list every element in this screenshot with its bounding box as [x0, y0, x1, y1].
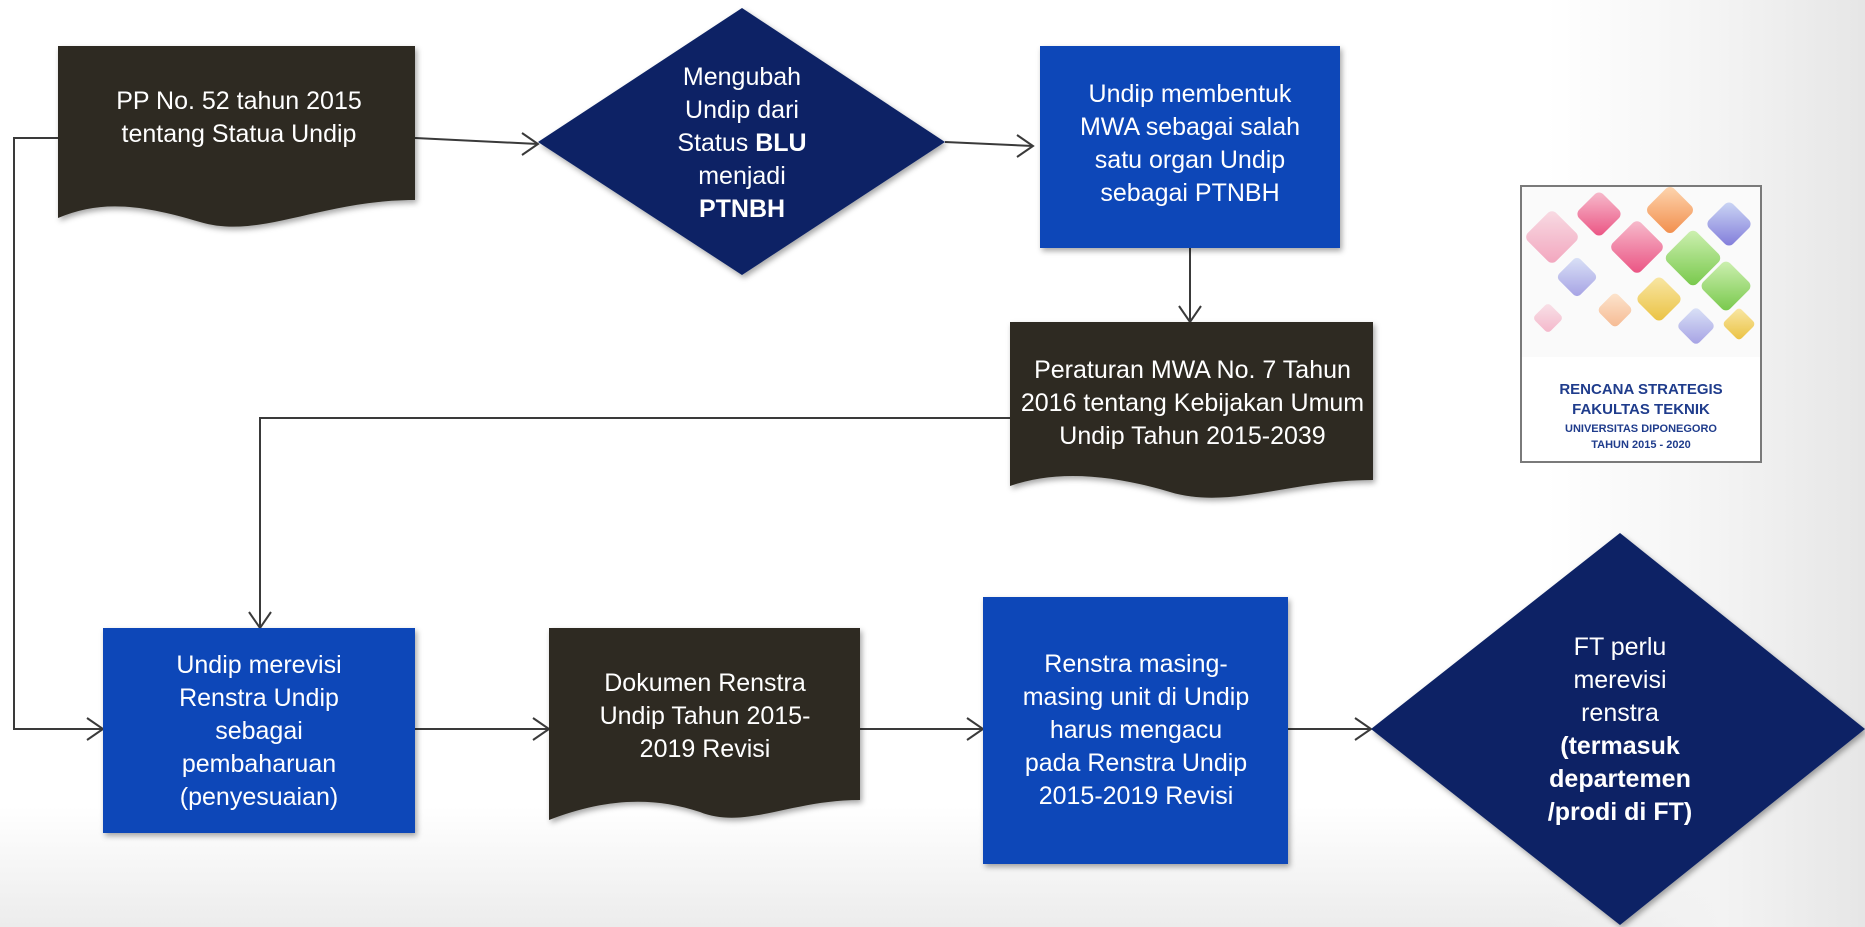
arrow-pp52-to-merevisi: [13, 137, 103, 730]
decision-shape-mengubah: [538, 8, 945, 275]
node-ft-bold1: (termasuk: [1560, 732, 1680, 760]
doc-shape-pp52: [58, 46, 415, 227]
node-mengubah-status-label: Status: [677, 128, 756, 157]
node-mengubah-line3: Status BLU: [677, 127, 806, 160]
cover-title-line1: RENCANA STRATEGIS: [1559, 381, 1723, 398]
node-ft-line2: merevisi: [1573, 666, 1667, 694]
node-peraturan-mwa-label: Peraturan MWA No. 7 Tahun 2016 tentang K…: [1020, 355, 1365, 450]
cover-title-line4: TAHUN 2015 - 2020: [1591, 439, 1691, 451]
node-mengubah-blu: BLU: [755, 128, 807, 157]
process-shape-renstra: [983, 597, 1288, 864]
node-pp52: PP No. 52 tahun 2015 tentang Statua Undi…: [84, 80, 394, 156]
renstra-cover-image: RENCANA STRATEGIS FAKULTAS TEKNIK UNIVER…: [1520, 185, 1762, 463]
doc-shape-dokumen: [549, 628, 860, 820]
arrow-peraturan-to-merevisi: [259, 417, 1010, 628]
node-ft-line1: FT perlu: [1573, 633, 1667, 661]
arrow-pp52-to-mengubah: [414, 137, 539, 145]
node-mwa-bentuk-label: Undip membentuk MWA sebagai salah satu o…: [1079, 80, 1301, 207]
node-ft-line3: renstra: [1581, 699, 1659, 727]
node-ft-revisi: FT perlu merevisi renstra (termasuk depa…: [1505, 620, 1735, 840]
node-pp52-label: PP No. 52 tahun 2015 tentang Statua Undi…: [116, 87, 362, 148]
node-renstra-unit: Renstra masing-masing unit di Undip haru…: [1020, 610, 1252, 850]
node-dokumen-label: Dokumen Renstra Undip Tahun 2015-2019 Re…: [599, 668, 811, 763]
node-mengubah-line1: Mengubah: [682, 62, 802, 91]
process-shape-mwa: [1040, 46, 1340, 248]
node-dokumen: Dokumen Renstra Undip Tahun 2015-2019 Re…: [574, 656, 836, 776]
cover-title-line3: UNIVERSITAS DIPONEGORO: [1565, 423, 1717, 435]
arrowhead-mengubah-to-mwa: [1016, 134, 1035, 158]
arrowhead-pp52-to-mengubah: [521, 132, 540, 156]
node-merevisi-label: Undip merevisi Renstra Undip sebagai pem…: [176, 650, 342, 811]
process-shape-merevisi: [103, 628, 415, 833]
node-renstra-unit-label: Renstra masing-masing unit di Undip haru…: [1022, 649, 1250, 810]
cover-artwork: [1522, 187, 1760, 357]
node-ft-bold3: /prodi di FT): [1547, 798, 1693, 826]
cover-title-line2: FAKULTAS TEKNIK: [1572, 401, 1710, 418]
node-mengubah-line4: menjadi: [698, 161, 786, 190]
node-peraturan-mwa: Peraturan MWA No. 7 Tahun 2016 tentang K…: [1020, 330, 1365, 476]
node-mengubah: Mengubah Undip dari Status BLU menjadi P…: [620, 48, 864, 238]
node-mengubah-line2: Undip dari: [685, 95, 799, 124]
node-ft-bold2: departemen: [1549, 765, 1691, 793]
node-merevisi: Undip merevisi Renstra Undip sebagai pem…: [150, 636, 368, 826]
doc-shape-peraturan: [1010, 322, 1373, 498]
decision-shape-ft: [1371, 533, 1865, 925]
node-mengubah-ptnbh: PTNBH: [698, 194, 786, 223]
arrow-mengubah-to-mwa: [944, 141, 1034, 147]
node-mwa-bentuk: Undip membentuk MWA sebagai salah satu o…: [1056, 64, 1324, 224]
